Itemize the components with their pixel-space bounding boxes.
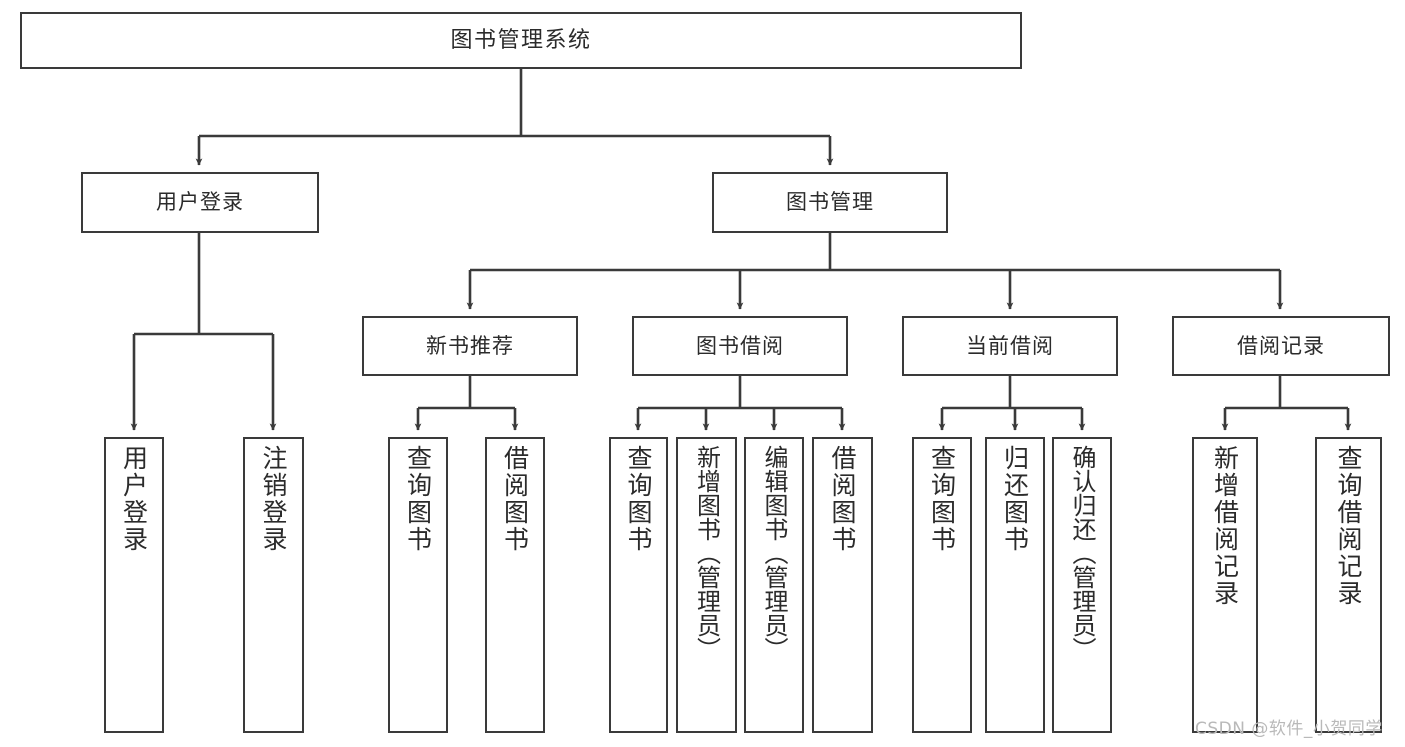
node-book-borrow[interactable]: 图书借阅 bbox=[632, 316, 848, 376]
node-new-book-recommend[interactable]: 新书推荐 bbox=[362, 316, 578, 376]
node-current-borrow[interactable]: 当前借阅 bbox=[902, 316, 1118, 376]
node-leaf-user-login-label: 用户登录 bbox=[119, 445, 149, 553]
node-book-manage-label: 图书管理 bbox=[786, 190, 874, 215]
node-current-borrow-label: 当前借阅 bbox=[966, 333, 1054, 358]
node-leaf-confirm-return-label: 确认归还（管理员） bbox=[1068, 445, 1096, 661]
node-leaf-query-book-1[interactable]: 查询图书 bbox=[388, 437, 448, 733]
node-leaf-query-book-2-label: 查询图书 bbox=[624, 445, 653, 553]
node-leaf-confirm-return[interactable]: 确认归还（管理员） bbox=[1052, 437, 1112, 733]
node-user-login[interactable]: 用户登录 bbox=[81, 172, 319, 233]
node-user-login-label: 用户登录 bbox=[156, 190, 244, 215]
node-book-manage[interactable]: 图书管理 bbox=[712, 172, 948, 233]
node-leaf-borrow-book-1[interactable]: 借阅图书 bbox=[485, 437, 545, 733]
node-leaf-add-record[interactable]: 新增借阅记录 bbox=[1192, 437, 1258, 733]
node-leaf-add-book[interactable]: 新增图书（管理员） bbox=[676, 437, 737, 733]
node-leaf-query-book-2[interactable]: 查询图书 bbox=[609, 437, 668, 733]
node-leaf-edit-book[interactable]: 编辑图书（管理员） bbox=[744, 437, 804, 733]
node-leaf-query-book-3[interactable]: 查询图书 bbox=[912, 437, 972, 733]
node-leaf-logout-label: 注销登录 bbox=[259, 445, 288, 553]
node-leaf-return-book-label: 归还图书 bbox=[1000, 445, 1030, 553]
node-leaf-edit-book-label: 编辑图书（管理员） bbox=[760, 445, 788, 661]
node-book-borrow-label: 图书借阅 bbox=[696, 333, 784, 358]
node-leaf-borrow-book-2-label: 借阅图书 bbox=[828, 445, 857, 553]
node-leaf-query-book-3-label: 查询图书 bbox=[927, 445, 957, 553]
node-leaf-borrow-book-1-label: 借阅图书 bbox=[500, 445, 530, 553]
node-leaf-borrow-book-2[interactable]: 借阅图书 bbox=[812, 437, 873, 733]
node-leaf-user-login[interactable]: 用户登录 bbox=[104, 437, 164, 733]
node-new-book-recommend-label: 新书推荐 bbox=[426, 333, 514, 358]
node-root[interactable]: 图书管理系统 bbox=[20, 12, 1022, 69]
node-leaf-query-record[interactable]: 查询借阅记录 bbox=[1315, 437, 1382, 733]
node-leaf-add-record-label: 新增借阅记录 bbox=[1210, 445, 1240, 607]
node-leaf-logout[interactable]: 注销登录 bbox=[243, 437, 304, 733]
node-leaf-query-book-1-label: 查询图书 bbox=[403, 445, 433, 553]
node-root-label: 图书管理系统 bbox=[450, 27, 592, 53]
node-leaf-query-record-label: 查询借阅记录 bbox=[1334, 445, 1363, 607]
node-leaf-return-book[interactable]: 归还图书 bbox=[985, 437, 1045, 733]
node-leaf-add-book-label: 新增图书（管理员） bbox=[692, 445, 721, 661]
node-borrow-record[interactable]: 借阅记录 bbox=[1172, 316, 1390, 376]
watermark: CSDN @软件_小贺同学 bbox=[1195, 719, 1383, 739]
node-borrow-record-label: 借阅记录 bbox=[1237, 333, 1325, 358]
